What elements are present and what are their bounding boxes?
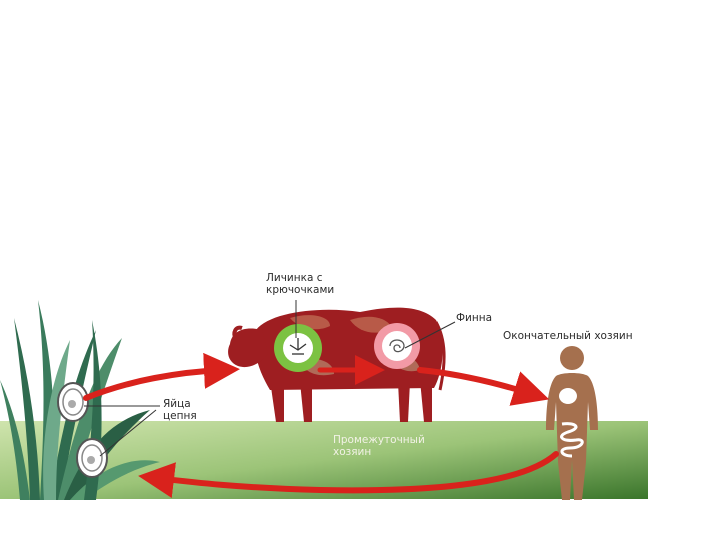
finna-label: Финна xyxy=(456,312,493,324)
grass-icon xyxy=(0,300,160,500)
egg-label-lines xyxy=(84,405,160,457)
larva-label: Личинка с крючочками xyxy=(266,272,334,296)
intermediate-host-label-line2: хозяин xyxy=(333,446,372,458)
finna-cyst-icon xyxy=(374,323,420,369)
intermediate-host-label-line1: Промежуточный xyxy=(333,434,425,446)
eggs-label-line1: Яйца xyxy=(163,398,191,410)
finna-label-line xyxy=(404,321,456,349)
hooked-larva-icon xyxy=(274,324,322,372)
human-silhouette-icon xyxy=(546,346,598,500)
lifecycle-arrows xyxy=(83,352,559,498)
larva-label-line2: крючочками xyxy=(266,284,335,296)
eggs-label: Яйца цепня xyxy=(163,398,197,422)
intermediate-host-label: Промежуточный хозяин xyxy=(333,434,425,458)
eggs-label-line2: цепня xyxy=(163,410,197,422)
intestine-icon xyxy=(560,422,584,458)
larva-label-line1: Личинка с xyxy=(266,272,323,284)
tapeworm-egg-icon xyxy=(57,382,108,478)
definitive-host-label: Окончательный хозяин xyxy=(503,330,633,342)
cow-icon xyxy=(228,307,446,422)
stomach-icon xyxy=(559,388,577,404)
